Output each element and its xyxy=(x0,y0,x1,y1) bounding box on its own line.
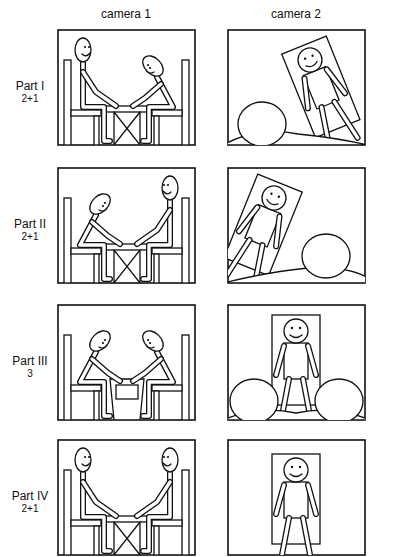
group-size: 2+1 xyxy=(22,232,39,242)
group-size: 3 xyxy=(27,369,33,379)
camera1-panel xyxy=(58,168,195,283)
part-name: Part III xyxy=(12,355,47,367)
part-name: Part II xyxy=(14,218,46,230)
part-name: Part IV xyxy=(12,490,49,502)
camera1-panel xyxy=(58,440,195,555)
camera2-panel xyxy=(228,440,365,557)
camera1-panel xyxy=(58,305,195,420)
group-size: 2+1 xyxy=(22,94,39,104)
column-heading: camera 1 xyxy=(101,8,151,20)
column-heading: camera 2 xyxy=(271,8,321,20)
group-size: 2+1 xyxy=(22,504,39,514)
camera2-panel xyxy=(223,305,370,423)
camera1-panel xyxy=(58,30,195,145)
part-name: Part I xyxy=(16,80,45,92)
camera2-panel xyxy=(218,168,368,290)
camera2-panel xyxy=(223,30,368,152)
